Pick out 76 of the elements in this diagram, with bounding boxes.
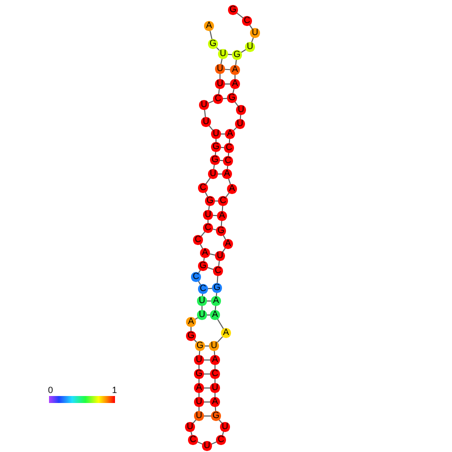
nucleotide-circle: G (186, 331, 196, 341)
nucleotide-circle: A (222, 169, 232, 179)
nucleotide-circle: U (199, 100, 209, 110)
nucleotide-circle: A (230, 65, 240, 75)
nucleotide-circle: C (242, 16, 252, 26)
nucleotide-circle: A (204, 21, 214, 31)
nucleotide-circle: U (194, 397, 204, 407)
nucleotide-circle: C (191, 272, 201, 282)
nucleotide-circle: U (197, 310, 207, 320)
nucleotide-circle: G (198, 261, 208, 271)
nucleotide-circle: A (211, 296, 221, 306)
nucleotide-circle: A (210, 397, 220, 407)
nucleotide-circle: U (185, 422, 195, 432)
nucleotide-circle: A (227, 184, 237, 194)
nucleotide-circle: A (230, 79, 240, 89)
nucleotide-circle: G (228, 5, 238, 15)
nucleotide-circle: C (224, 143, 234, 153)
nucleotide-circle: U (245, 42, 255, 52)
backbone-line (204, 109, 206, 118)
base-pair-line (209, 253, 216, 256)
nucleotide-circle: A (200, 248, 210, 258)
scale-label: 0 (48, 386, 54, 395)
nucleotide-circle: U (220, 422, 230, 432)
nucleotide-circle: G (212, 283, 222, 293)
nucleotide-circle: A (194, 383, 204, 393)
nucleotide-circle: U (210, 383, 220, 393)
nucleotide-circle: U (211, 129, 221, 139)
nucleotide-circle: C (218, 196, 228, 206)
nucleotide-circle: G (216, 226, 226, 236)
nucleotide-circle: U (194, 411, 204, 421)
nucleotide-circle: A (186, 317, 196, 327)
nucleotide-circle: U (202, 441, 212, 451)
nucleotide-circle: C (210, 369, 220, 379)
nucleotide-circle: U (236, 105, 246, 115)
nucleotide-circle: G (211, 142, 221, 152)
nucleotide-circle: U (209, 341, 219, 351)
nucleotide-circle: G (205, 196, 215, 206)
nucleotide-circle: C (188, 435, 198, 445)
nucleotide-circle: C (213, 94, 223, 104)
nucleotide-circle: A (221, 328, 231, 338)
nucleotide-circle: A (210, 355, 220, 365)
nucleotide-circle: G (232, 50, 242, 60)
nucleotide-circle: A (225, 129, 235, 139)
nucleotide-circle: G (210, 155, 220, 165)
nucleotide-circle: U (194, 355, 204, 365)
nucleotide-circle: C (193, 235, 203, 245)
nucleotide-circle: U (215, 64, 225, 74)
nucleotide-circle: C (213, 266, 223, 276)
base-pair-line (206, 266, 214, 270)
nucleotide-circle: U (250, 28, 260, 38)
backbone-line (210, 30, 212, 40)
nucleotide-circle: C (198, 284, 208, 294)
nucleotide-circle: U (201, 117, 211, 127)
nucleotide-circle: U (208, 169, 218, 179)
nucleotide-circle: C (223, 156, 233, 166)
nucleotide-circle: G (211, 411, 221, 421)
backbone-line (228, 178, 232, 186)
nucleotide-circle: U (215, 251, 225, 261)
nucleotide-circle: A (217, 211, 227, 221)
nucleotide-circle: G (227, 93, 237, 103)
nucleotide-circle: C (198, 183, 208, 193)
nucleotide-circle: U (203, 210, 213, 220)
nucleotide-circle: U (215, 79, 225, 89)
nucleotide-circle: A (223, 239, 233, 249)
nucleotide-circle: C (216, 435, 226, 445)
nucleotide-circle: U (235, 119, 245, 129)
nucleotide-circle: U (197, 296, 207, 306)
nucleotide-circle: G (194, 369, 204, 379)
backbone-line (216, 318, 224, 330)
nucleotide-circle: A (210, 310, 220, 320)
backbone-line (216, 275, 218, 284)
nucleotide-circle: G (208, 39, 218, 49)
scale-label: 1 (112, 386, 118, 395)
nucleotide-circle: G (195, 341, 205, 351)
nucleotide-circle: C (203, 223, 213, 233)
nucleotide-circle: U (218, 49, 228, 59)
